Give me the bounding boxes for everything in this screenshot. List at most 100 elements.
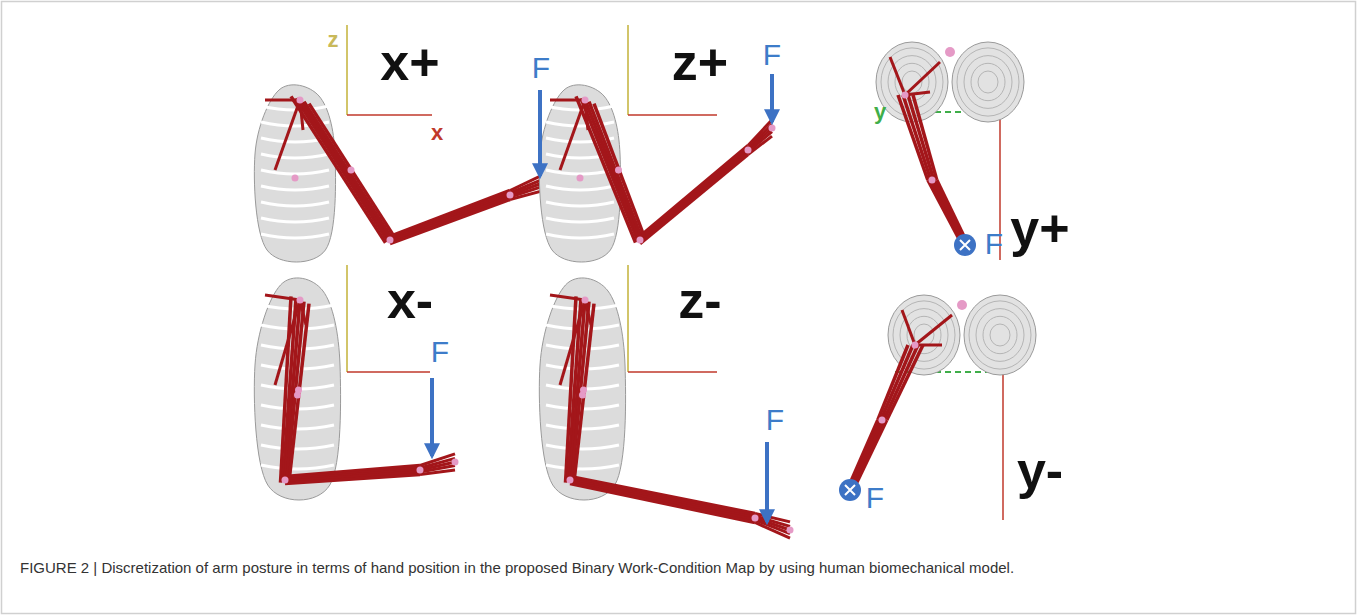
muscle xyxy=(275,100,300,170)
marker-dot xyxy=(452,459,459,466)
marker-dot xyxy=(945,47,955,57)
muscle xyxy=(748,136,772,154)
rib xyxy=(261,425,334,429)
force-label: F xyxy=(532,53,550,83)
x-axis xyxy=(628,114,717,116)
muscle xyxy=(550,295,585,300)
ribcage xyxy=(952,42,1024,122)
rib xyxy=(969,301,1031,369)
marker-dot xyxy=(637,237,644,244)
rib xyxy=(261,186,329,190)
muscle xyxy=(884,345,918,420)
muscle xyxy=(560,100,585,170)
rib xyxy=(546,186,614,190)
direction-label: y+ xyxy=(1010,202,1069,254)
muscle xyxy=(589,102,642,239)
marker-dot xyxy=(912,342,919,349)
force-cross xyxy=(960,240,970,250)
muscle xyxy=(849,420,881,490)
ribcage xyxy=(888,295,960,375)
muscle xyxy=(581,98,638,241)
muscle xyxy=(296,98,388,241)
muscle xyxy=(890,57,905,95)
z-axis xyxy=(627,25,629,115)
muscle xyxy=(550,99,585,102)
marker-dot xyxy=(582,97,589,104)
force-arrow xyxy=(770,74,774,122)
axis-label: x xyxy=(431,122,443,144)
marker-dot xyxy=(297,297,304,304)
force-into-page xyxy=(954,234,976,256)
ribcage xyxy=(539,278,625,500)
muscle xyxy=(585,100,640,240)
z-axis xyxy=(346,25,348,115)
marker-dot xyxy=(745,147,752,154)
muscle xyxy=(640,155,748,244)
marker-dot xyxy=(577,175,584,182)
rib xyxy=(546,170,614,174)
marker-dot xyxy=(282,477,289,484)
force-label: F xyxy=(766,405,784,435)
force-arrow xyxy=(765,442,769,522)
muscle xyxy=(265,295,300,300)
marker-dot xyxy=(929,177,936,184)
muscle xyxy=(570,484,755,523)
muscle xyxy=(851,420,884,490)
direction-label: z- xyxy=(678,274,721,326)
marker-dot xyxy=(507,192,514,199)
arm-model xyxy=(539,85,775,262)
rib xyxy=(546,218,614,222)
marker-dot xyxy=(387,237,394,244)
muscle xyxy=(287,302,304,479)
muscle xyxy=(755,523,790,539)
marker-dot xyxy=(769,125,776,132)
muscle xyxy=(300,100,303,130)
direction-label: x- xyxy=(387,274,433,326)
ribcage xyxy=(254,278,340,500)
rib xyxy=(983,316,1017,353)
x-axis xyxy=(347,114,432,116)
muscle xyxy=(908,95,934,180)
rib xyxy=(546,425,619,429)
ribcage xyxy=(254,85,335,262)
marker-dot xyxy=(957,300,967,310)
muscle xyxy=(570,476,755,513)
force-label: F xyxy=(763,40,781,70)
marker-dot xyxy=(292,175,299,182)
rib xyxy=(261,106,329,110)
rib xyxy=(546,445,619,449)
muscle xyxy=(913,95,937,180)
muscle xyxy=(594,104,645,238)
muscle xyxy=(576,96,636,242)
muscle xyxy=(928,180,962,245)
marker-dot xyxy=(567,477,574,484)
rib xyxy=(546,202,614,206)
z-axis xyxy=(346,265,348,372)
rib xyxy=(261,234,329,238)
force-label: F xyxy=(985,229,1003,259)
marker-dot xyxy=(787,527,794,534)
muscle xyxy=(887,345,923,420)
marker-dot xyxy=(879,417,886,424)
muscle xyxy=(390,191,510,237)
direction-label: x+ xyxy=(380,36,439,88)
rib xyxy=(976,309,1024,362)
marker-dot xyxy=(348,167,355,174)
muscle xyxy=(931,180,964,245)
muscle xyxy=(902,310,915,345)
z-axis xyxy=(627,265,629,372)
axis-label: y xyxy=(874,101,886,123)
marker-dot xyxy=(417,467,424,474)
rib xyxy=(900,309,948,362)
muscle xyxy=(390,200,510,244)
vertical-axis xyxy=(1002,372,1004,520)
force-label: F xyxy=(866,483,884,513)
arm-model-top xyxy=(876,42,1024,256)
muscle xyxy=(570,482,755,520)
marker-dot xyxy=(615,167,622,174)
force-cross xyxy=(845,485,855,495)
muscle xyxy=(881,345,913,420)
direction-label: y- xyxy=(1017,444,1063,496)
muscle xyxy=(915,315,952,345)
